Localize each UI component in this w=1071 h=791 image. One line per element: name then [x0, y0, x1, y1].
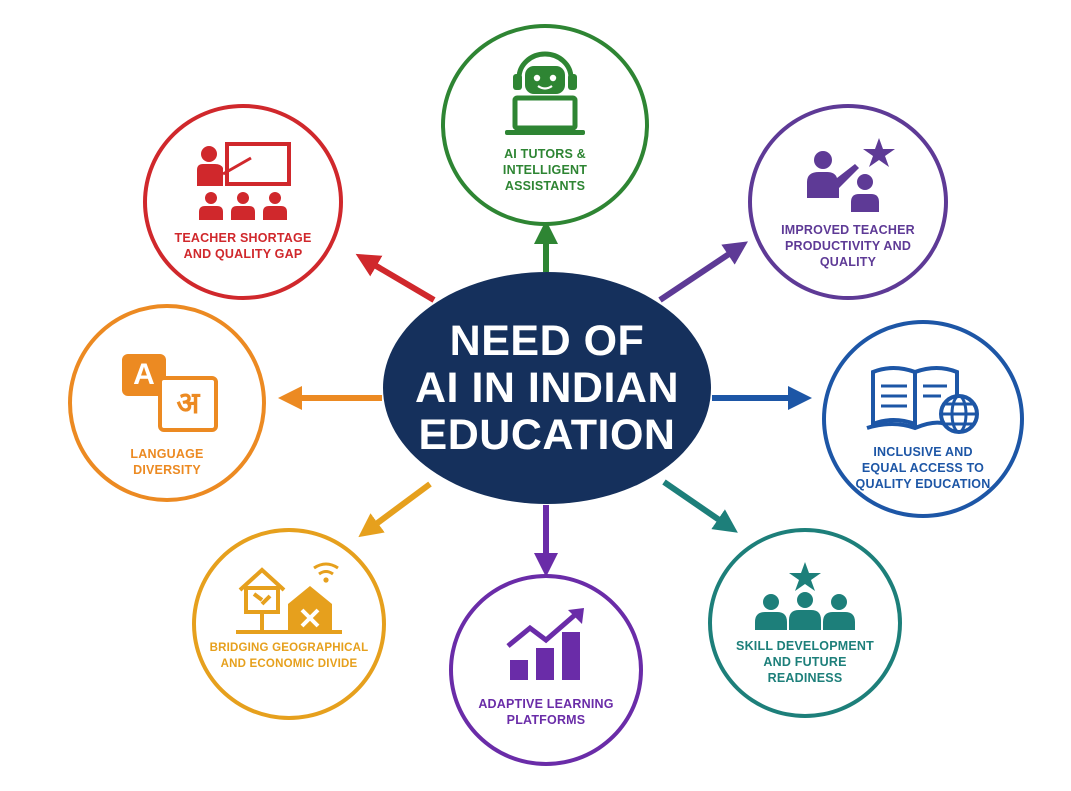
node-inclusive-access: INCLUSIVE AND EQUAL ACCESS TO QUALITY ED…: [822, 320, 1024, 518]
node-geo-divide-label: BRIDGING GEOGRAPHICAL AND ECONOMIC DIVID…: [209, 642, 369, 670]
translate-bubbles-icon: A अ: [122, 348, 222, 434]
node-teacher-productivity: IMPROVED TEACHER PRODUCTIVITY AND QUALIT…: [748, 104, 948, 300]
hub-circle: NEED OF AI IN INDIAN EDUCATION: [383, 272, 711, 504]
node-adaptive-learning: ADAPTIVE LEARNING PLATFORMS: [449, 574, 643, 766]
node-teacher-shortage: TEACHER SHORTAGE AND QUALITY GAP: [143, 104, 343, 300]
teacher-star-icon: [807, 138, 895, 212]
book-globe-icon: [866, 366, 979, 434]
bubble-hindi: अ: [158, 376, 218, 432]
arrow-teacher-productivity: [658, 241, 748, 303]
node-teacher-productivity-label: IMPROVED TEACHER PRODUCTIVITY AND QUALIT…: [781, 223, 915, 269]
team-star-icon: [755, 562, 855, 630]
glyph-hindi: अ: [176, 386, 200, 421]
house-wifi-icon: [236, 562, 342, 634]
node-inclusive-access-label: INCLUSIVE AND EQUAL ACCESS TO QUALITY ED…: [855, 445, 991, 491]
growth-chart-icon: [506, 608, 584, 680]
arrow-geo-divide: [358, 481, 432, 538]
arrow-skill-development: [662, 479, 738, 533]
classroom-board-icon: [197, 142, 291, 220]
node-language-diversity-label: LANGUAGE DIVERSITY: [130, 447, 204, 477]
robot-laptop-icon: [505, 51, 585, 135]
node-skill-development-label: SKILL DEVELOPMENT AND FUTURE READINESS: [736, 639, 874, 685]
node-teacher-shortage-label: TEACHER SHORTAGE AND QUALITY GAP: [174, 231, 312, 261]
node-ai-tutors: AI TUTORS & INTELLIGENT ASSISTANTS: [441, 24, 649, 226]
hub-title: NEED OF AI IN INDIAN EDUCATION: [415, 316, 679, 459]
node-skill-development: SKILL DEVELOPMENT AND FUTURE READINESS: [708, 528, 902, 718]
arrow-teacher-shortage: [355, 253, 436, 303]
node-adaptive-learning-label: ADAPTIVE LEARNING PLATFORMS: [478, 697, 614, 727]
glyph-latin: A: [133, 358, 155, 391]
node-ai-tutors-label: AI TUTORS & INTELLIGENT ASSISTANTS: [502, 147, 588, 193]
node-language-diversity: A अ LANGUAGE DIVERSITY: [68, 304, 266, 502]
node-geo-divide: BRIDGING GEOGRAPHICAL AND ECONOMIC DIVID…: [192, 528, 386, 720]
